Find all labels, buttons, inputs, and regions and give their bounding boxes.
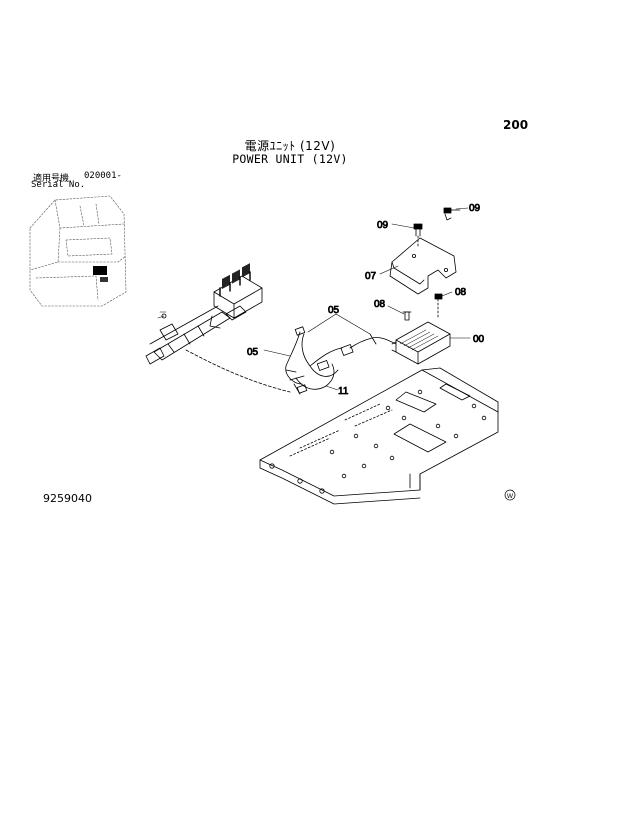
title-japanese: 電源ﾕﾆｯﾄ (12V) [244,139,336,153]
serial-label-english: Serial No. [31,180,86,190]
fuse-block [213,263,263,319]
harness-05 [285,326,343,394]
callout-09-left: 09 [377,220,389,231]
callout-05-left: 05 [247,347,259,358]
callout-07: 07 [365,271,377,282]
machine-location-thumbnail [29,195,127,307]
serial-label-japanese: 適用号機 [33,174,70,184]
harness-11 [293,363,335,395]
bolt-08-left [402,311,412,321]
callout-05-top: 05 [328,305,340,316]
callout-00: 00 [473,334,485,345]
base-plate [259,367,499,505]
callout-09-top: 09 [469,203,481,214]
page-number: 200 [503,118,529,132]
wire-harness [145,305,291,393]
title-english: POWER UNIT (12V) [232,152,348,166]
callout-08-left: 08 [374,299,386,310]
bolt-09-top [443,207,461,221]
power-unit-00 [391,321,451,365]
callout-11: 11 [338,386,349,397]
highlight-marker [93,266,107,275]
bolt-08-right [434,293,443,319]
unit-cable [340,333,397,356]
bolt-09 [413,223,423,249]
leader-lines [263,207,471,391]
stamp-letter: W [507,493,514,500]
serial-range: 020001- [84,171,122,181]
stamp-mark: W [504,489,516,501]
bracket-07 [389,237,457,295]
callout-08-right: 08 [455,287,467,298]
drawing-number: 9259040 [43,492,92,505]
